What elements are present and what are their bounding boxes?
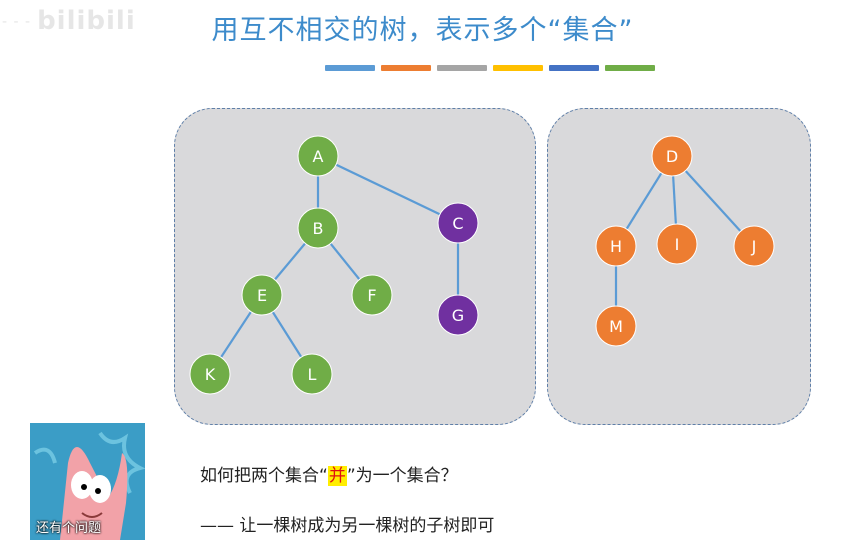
merge-question: 如何把两个集合“并”为一个集合？: [200, 461, 458, 486]
node-A: A: [298, 136, 338, 176]
node-label-M: M: [609, 317, 623, 336]
node-C: C: [438, 203, 478, 243]
node-label-A: A: [313, 147, 324, 166]
node-label-K: K: [205, 365, 216, 384]
question-text-end: ”为一个集合？: [347, 466, 458, 486]
node-label-E: E: [257, 286, 267, 305]
union-highlight: 并: [328, 466, 347, 486]
node-label-J: J: [751, 237, 757, 256]
meme-image: 还有个问题: [30, 423, 145, 540]
question-text-start: 如何把两个集合“: [200, 466, 328, 486]
node-F: F: [352, 275, 392, 315]
node-label-C: C: [452, 214, 463, 233]
merge-answer: —— 让一棵树成为另一棵树的子树即可: [200, 511, 494, 536]
node-L: L: [292, 354, 332, 394]
node-E: E: [242, 275, 282, 315]
node-label-D: D: [666, 147, 678, 166]
node-J: J: [734, 226, 774, 266]
node-label-L: L: [308, 365, 317, 384]
node-H: H: [596, 226, 636, 266]
node-G: G: [438, 295, 478, 335]
node-B: B: [298, 208, 338, 248]
node-label-H: H: [610, 237, 622, 256]
node-K: K: [190, 354, 230, 394]
meme-caption: 还有个问题: [36, 517, 101, 536]
edge-A-C: [318, 156, 458, 223]
node-label-F: F: [367, 286, 376, 305]
node-M: M: [596, 306, 636, 346]
node-D: D: [652, 136, 692, 176]
node-label-B: B: [313, 219, 324, 238]
node-label-G: G: [452, 306, 464, 325]
node-I: I: [657, 224, 697, 264]
node-label-I: I: [675, 235, 680, 254]
